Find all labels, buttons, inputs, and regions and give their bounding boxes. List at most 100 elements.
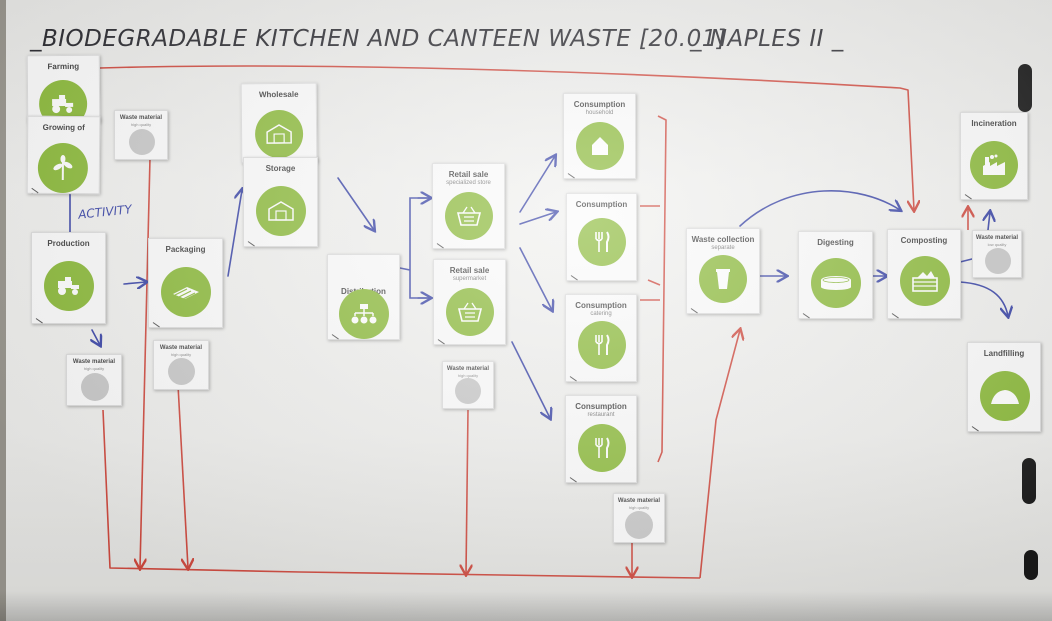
cutlery-icon: [578, 424, 626, 472]
magnet: [1024, 550, 1038, 580]
blue-retail-restaurant: [511, 341, 550, 418]
tractor-icon: [38, 79, 88, 129]
warehouse-icon: [256, 186, 306, 236]
bin-icon: [699, 255, 747, 303]
card-corner: [437, 339, 445, 345]
basket-icon: [446, 288, 494, 336]
waste-card[interactable]: Waste material high quality: [66, 354, 122, 406]
blue-collection-composting: [739, 190, 900, 227]
red-line-w1-down: [140, 157, 151, 568]
card-growing[interactable]: Growing of: [26, 115, 101, 195]
red-line-top: [99, 65, 914, 210]
factory-icon: [970, 141, 1018, 189]
red-line-w3-down: [466, 409, 468, 574]
bottom-shadow: [0, 591, 1052, 621]
board-title: _BIODEGRADABLE KITCHEN AND CANTEEN WASTE…: [30, 26, 727, 52]
blue-retail-catering: [519, 247, 552, 310]
blue-production-packaging: [123, 282, 146, 284]
card-packaging[interactable]: Packaging: [148, 238, 223, 328]
waste-card[interactable]: Waste material high quality: [114, 110, 168, 160]
landfill-icon: [980, 371, 1030, 421]
card-corner: [570, 275, 578, 281]
waste-circle: [625, 511, 653, 539]
card-sublabel: specialized store: [446, 180, 491, 186]
card-incineration[interactable]: Incineration: [960, 112, 1028, 200]
card-farming[interactable]: Farming: [26, 54, 101, 129]
card-corner: [331, 334, 339, 340]
distribution-network-icon: [339, 289, 389, 339]
red-line-w4-down: [102, 409, 701, 579]
plant-icon: [37, 142, 89, 194]
blue-packaging-storage: [227, 190, 242, 277]
card-retail-supermarket[interactable]: Retail sale supermarket: [433, 259, 506, 345]
board-edge: [0, 0, 6, 621]
card-digesting[interactable]: Digesting: [798, 231, 873, 319]
waste-card-label: Waste material: [617, 498, 661, 504]
card-retail-specialized[interactable]: Retail sale specialized store: [432, 163, 505, 249]
waste-card-label: Waste material: [119, 115, 163, 121]
waste-card-sublabel: high quality: [83, 366, 105, 371]
red-line-to-collection: [699, 330, 740, 579]
blue-composting-landfill: [959, 281, 1008, 316]
waste-card-sublabel: high quality: [457, 373, 479, 378]
card-corner: [569, 376, 577, 382]
waste-card-label: Waste material: [975, 235, 1019, 241]
card-label: Composting: [900, 236, 948, 245]
card-corner: [567, 173, 575, 179]
card-sublabel: supermarket: [452, 276, 487, 282]
card-sublabel: separate: [711, 245, 735, 251]
card-corner: [247, 241, 255, 247]
house-icon: [576, 122, 624, 170]
card-production[interactable]: Production: [31, 232, 106, 324]
basket-icon: [445, 192, 493, 240]
card-corner: [971, 426, 979, 432]
waste-circle: [455, 378, 481, 404]
card-sublabel: household: [585, 110, 614, 116]
card-distribution[interactable]: Distribution: [327, 254, 400, 340]
card-label: Waste collection: [691, 235, 755, 244]
card-label: Consumption: [575, 200, 628, 209]
card-label: Digesting: [817, 238, 854, 247]
card-corner: [152, 322, 160, 328]
waste-card[interactable]: Waste material high quality: [613, 493, 665, 543]
magnet: [1022, 458, 1036, 504]
card-wholesale[interactable]: Wholesale: [240, 82, 318, 164]
waste-card-label: Waste material: [159, 345, 203, 351]
card-corner: [891, 313, 899, 319]
card-corner: [436, 243, 444, 249]
blue-storage-distribution: [337, 177, 374, 230]
tractor-icon: [44, 261, 94, 311]
card-label: Farming: [47, 61, 80, 72]
waste-circle: [81, 373, 109, 401]
card-storage[interactable]: Storage: [243, 157, 318, 247]
card-label: Retail sale: [448, 170, 489, 179]
board-subtitle: _ NAPLES II _: [690, 26, 844, 52]
card-waste-collection[interactable]: Waste collection separate: [686, 228, 760, 314]
cutlery-icon: [578, 218, 626, 266]
warehouse-icon: [254, 109, 304, 159]
card-sublabel: catering: [590, 311, 612, 317]
card-corner: [964, 194, 972, 200]
card-consumption-household[interactable]: Consumption household: [563, 93, 636, 179]
digester-icon: [811, 258, 861, 308]
waste-card[interactable]: Waste material high quality: [153, 340, 209, 390]
waste-card[interactable]: Waste material low quality: [972, 230, 1022, 278]
card-consumption[interactable]: Consumption: [566, 193, 637, 281]
waste-card-label: Waste material: [72, 359, 116, 365]
waste-card-sublabel: high quality: [170, 352, 192, 357]
waste-card[interactable]: Waste material high quality: [442, 361, 494, 409]
card-consumption-catering[interactable]: Consumption catering: [565, 294, 637, 382]
card-label: Consumption: [573, 100, 626, 109]
card-consumption-restaurant[interactable]: Consumption restaurant: [565, 395, 637, 483]
blue-retail-consumption: [519, 212, 556, 225]
card-composting[interactable]: Composting: [887, 229, 961, 319]
red-consumption-bracket: [657, 115, 667, 463]
blue-production-waste: [92, 329, 100, 345]
card-label: Production: [47, 239, 90, 248]
card-landfilling[interactable]: Landfilling: [967, 342, 1041, 432]
cutlery-icon: [578, 321, 626, 369]
card-corner: [690, 308, 698, 314]
blue-to-incineration-waste: [988, 212, 990, 231]
compost-bin-icon: [900, 256, 950, 306]
waste-card-sublabel: high quality: [628, 505, 650, 510]
